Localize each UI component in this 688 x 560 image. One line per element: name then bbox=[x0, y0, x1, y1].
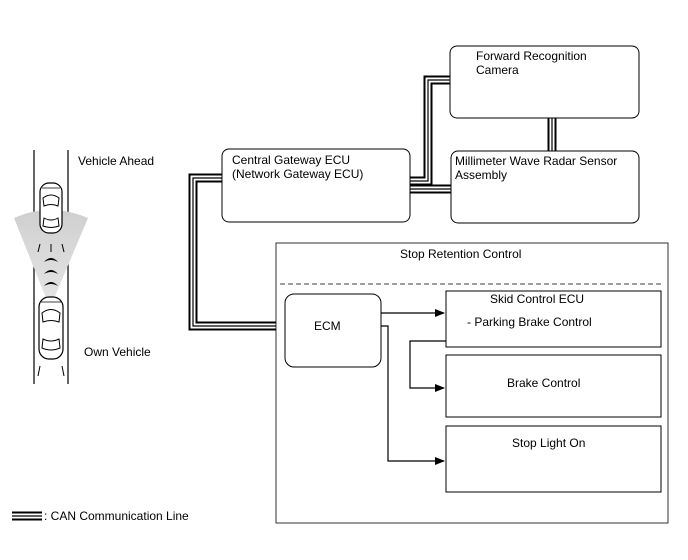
box-camera: Forward Recognition Camera bbox=[449, 45, 640, 119]
box-brake-control: Brake Control bbox=[445, 354, 662, 418]
arrow-skid-to-brake bbox=[409, 340, 446, 392]
brake-label: Brake Control bbox=[507, 376, 580, 390]
signal-arrows bbox=[381, 309, 446, 465]
box-skid-control: Skid Control ECU - Parking Brake Control bbox=[445, 290, 662, 348]
box-radar: Millimeter Wave Radar Sensor Assembly bbox=[450, 150, 640, 224]
gateway-label-line2: (Network Gateway ECU) bbox=[232, 167, 363, 181]
vehicle-ahead-icon bbox=[37, 182, 65, 253]
stop-retention-title: Stop Retention Control bbox=[400, 247, 521, 261]
can-lines bbox=[188, 75, 557, 331]
legend-label: : CAN Communication Line bbox=[44, 509, 189, 523]
stop-light-label: Stop Light On bbox=[512, 436, 585, 450]
vehicle-illustration: Vehicle Ahead Own Vehicle bbox=[14, 150, 154, 384]
legend: : CAN Communication Line bbox=[12, 509, 189, 523]
own-vehicle-label: Own Vehicle bbox=[84, 345, 151, 359]
skid-label-line1: Skid Control ECU bbox=[490, 292, 584, 306]
ecm-label: ECM bbox=[314, 319, 341, 333]
radar-wave-icon bbox=[44, 258, 58, 286]
box-ecm: ECM bbox=[284, 293, 382, 368]
can-line-gateway-camera bbox=[410, 75, 450, 186]
arrow-ecm-to-stop-light bbox=[381, 325, 445, 465]
box-gateway: Central Gateway ECU (Network Gateway ECU… bbox=[221, 148, 411, 223]
skid-label-line2: - Parking Brake Control bbox=[467, 315, 592, 329]
own-vehicle-icon bbox=[37, 296, 65, 377]
gateway-label-line1: Central Gateway ECU bbox=[232, 153, 350, 167]
vehicle-ahead-label: Vehicle Ahead bbox=[78, 154, 154, 168]
can-line-gateway-ecm bbox=[188, 173, 284, 331]
radar-label-line1: Millimeter Wave Radar Sensor bbox=[455, 154, 617, 168]
radar-label-line2: Assembly bbox=[455, 168, 507, 182]
camera-label-line2: Camera bbox=[476, 63, 519, 77]
camera-label-line1: Forward Recognition bbox=[476, 49, 587, 63]
box-stop-light: Stop Light On bbox=[445, 425, 662, 493]
